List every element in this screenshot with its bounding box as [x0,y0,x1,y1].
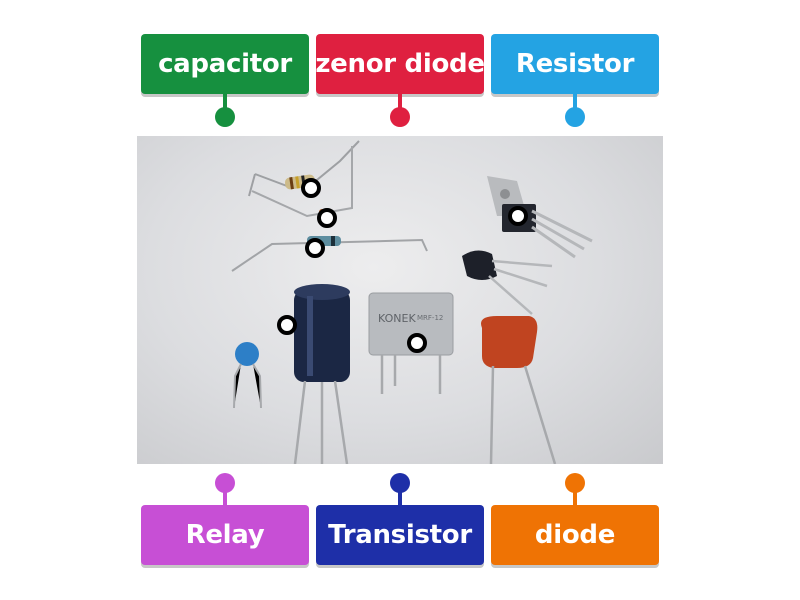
label-transistor[interactable]: Transistor [316,505,484,565]
connector-transistor [398,486,402,506]
electronic-components-photo: KONEK MRF-12 [137,136,663,464]
hotspot-diode[interactable] [305,238,325,258]
hotspot-relay[interactable] [407,333,427,353]
connector-relay [223,486,227,506]
relay-marking-model: MRF-12 [417,314,443,322]
label-zenor-diode[interactable]: zenor diode [315,34,485,94]
hotspot-zenor-diode[interactable] [317,208,337,228]
relay-marking-brand: KONEK [378,312,416,325]
hotspot-regulator[interactable] [508,206,528,226]
label-diode[interactable]: diode [491,505,659,565]
connector-dot-resistor [565,107,585,127]
connector-diode [573,486,577,506]
connector-resistor [573,94,577,116]
label-relay[interactable]: Relay [141,505,309,565]
connector-zenor-diode [398,94,402,116]
connector-capacitor [223,94,227,116]
label-capacitor[interactable]: capacitor [141,34,309,94]
connector-dot-capacitor [215,107,235,127]
hotspot-capacitor[interactable] [277,315,297,335]
components-illustration: KONEK MRF-12 [231,140,593,464]
hotspot-resistor[interactable] [301,178,321,198]
label-resistor[interactable]: Resistor [491,34,659,94]
connector-dot-transistor [390,473,410,493]
connector-dot-zenor-diode [390,107,410,127]
connector-dot-relay [215,473,235,493]
connector-dot-diode [565,473,585,493]
